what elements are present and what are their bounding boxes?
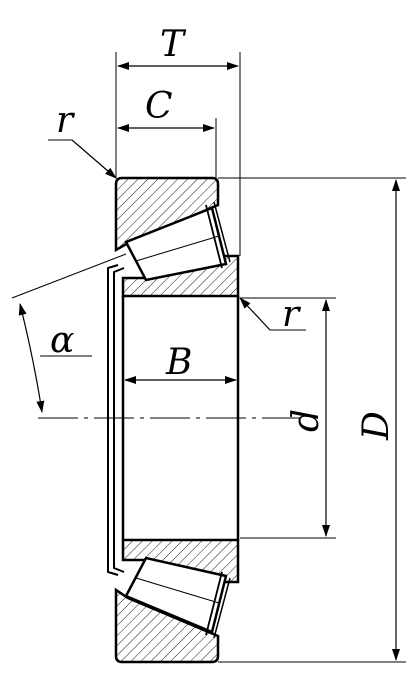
cage-line-inner [113,267,125,573]
label-T: T [160,24,187,65]
label-r-top: r [56,100,75,141]
leader-r-right [239,297,271,331]
roller-bottom-axis [135,577,220,604]
roller-top [124,206,228,282]
roller-bottom [124,556,228,634]
label-alpha: α [50,320,74,361]
angle-arc [18,303,45,413]
label-d: d [286,409,327,432]
angle-ray [11,253,127,299]
roller-bottom-cage2 [213,577,231,639]
roller-top-axis [135,235,220,262]
cage-line-outer [107,264,119,576]
roller-top-cage [205,204,223,269]
label-D: D [356,411,397,441]
label-r-right: r [282,294,301,335]
leader-r-top [71,139,117,179]
label-B: B [165,342,192,383]
roller-top-cage2 [213,201,231,263]
label-C: C [145,86,173,127]
roller-bottom-cage [205,571,223,636]
